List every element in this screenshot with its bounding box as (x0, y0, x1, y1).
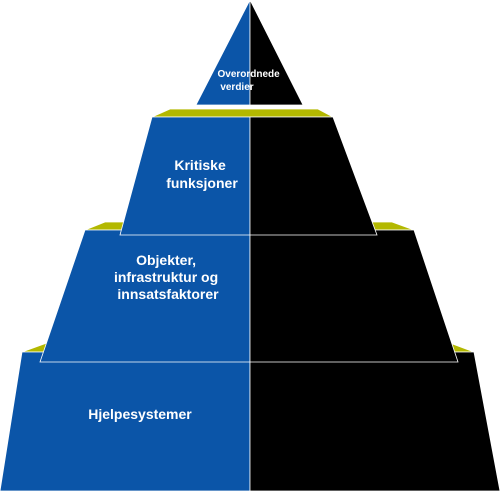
tier-1-label-line-2: verdier (220, 82, 253, 93)
tier-4-label-line-1: Hjelpesystemer (88, 406, 192, 422)
tier-overordnede-verdier: Overordnede verdier (195, 0, 304, 106)
tier-4-label: Hjelpesystemer (88, 406, 192, 422)
tier-3-label-line-3: innsatsfaktorer (117, 286, 219, 302)
tier-3-right-face (249, 229, 459, 363)
tier-2-label: Kritiske funksjoner (166, 157, 238, 191)
tier-2-label-line-2: funksjoner (166, 175, 238, 191)
tier-1-label-line-1: Overordnede (217, 69, 280, 80)
tier-hjelpesystemer: Hjelpesystemer (0, 339, 500, 491)
tier-2-right-face (249, 116, 378, 236)
tier-2-step-top (151, 108, 334, 118)
tier-objekter: Objekter, infrastruktur og innsatsfaktor… (39, 221, 459, 363)
tier-1-right-face (249, 0, 304, 106)
tier-3-label-line-1: Objekter, (136, 252, 196, 268)
tier-4-right-face (249, 351, 500, 491)
tier-3-label: Objekter, infrastruktur og innsatsfaktor… (114, 252, 222, 302)
tier-1-label: Overordnede verdier (217, 69, 282, 93)
tier-2-label-line-1: Kritiske (174, 157, 226, 173)
tier-3-label-line-2: infrastruktur og (114, 269, 218, 285)
tier-kritiske-funksjoner: Kritiske funksjoner (119, 108, 378, 236)
